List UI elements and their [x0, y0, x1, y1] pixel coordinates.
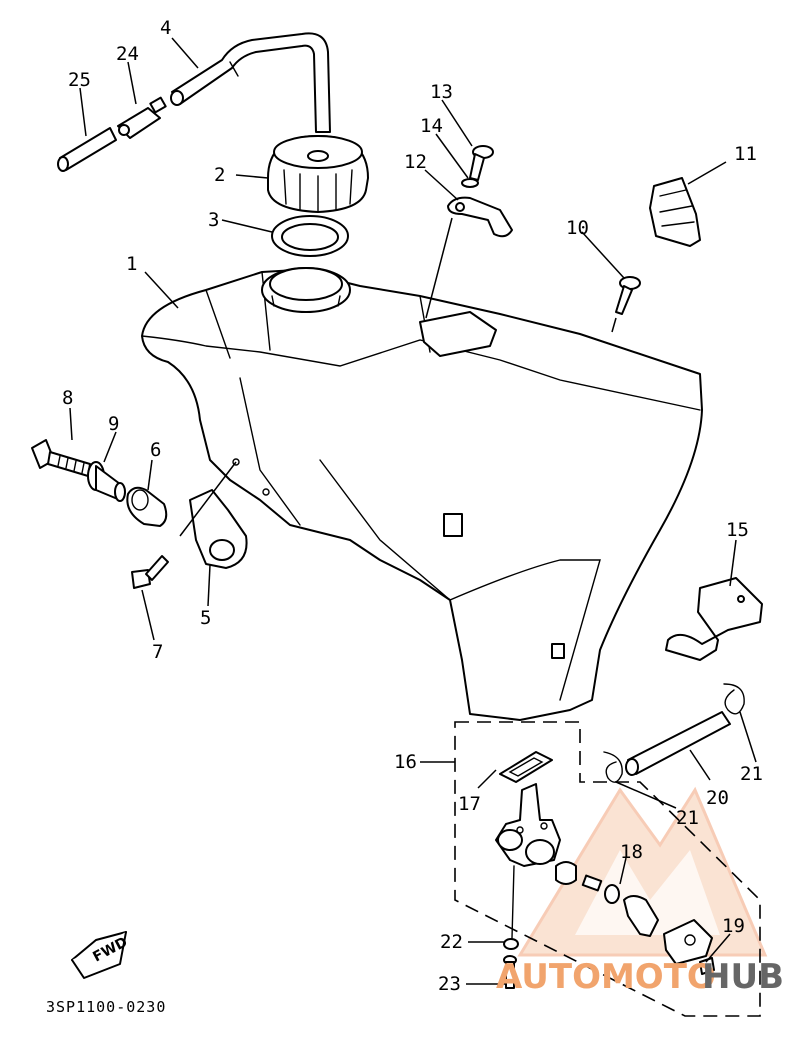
part-5-bracket — [189, 489, 248, 569]
part-21-clip-lower — [603, 751, 623, 783]
part-21-clip-upper — [723, 683, 745, 715]
fuel-cock-body — [495, 783, 561, 867]
fwd-arrow-icon — [71, 931, 127, 979]
callout-19: 19 — [722, 915, 745, 937]
callout-5: 5 — [200, 607, 211, 629]
part-10-screw — [615, 276, 641, 315]
watermark-part1: AUTOMOTO — [496, 957, 716, 997]
callout-22: 22 — [440, 931, 463, 953]
callout-14: 14 — [420, 115, 443, 137]
callout-7: 7 — [152, 641, 163, 663]
part-14-washer — [461, 178, 479, 188]
callout-17: 17 — [458, 793, 481, 815]
part-2-fuel-cap — [267, 135, 369, 213]
part-15-bracket — [665, 577, 763, 661]
watermark-text: AUTOMOTO HUB — [496, 957, 784, 997]
callout-18: 18 — [620, 841, 643, 863]
fuel-cock-pipe — [511, 865, 515, 939]
callout-9: 9 — [108, 413, 119, 435]
part-20-hose — [625, 711, 731, 776]
part-3-gasket — [271, 215, 349, 257]
callout-6: 6 — [150, 439, 161, 461]
part-9-collar — [87, 461, 126, 502]
callout-12: 12 — [404, 151, 427, 173]
part-22-washer — [503, 938, 519, 950]
part-4-breather-hose — [170, 32, 331, 133]
callout-2: 2 — [214, 164, 225, 186]
leader-lines — [69, 37, 757, 985]
part-1-fuel-tank — [141, 267, 703, 721]
callout-4: 4 — [160, 17, 171, 39]
part-23-screw — [503, 955, 517, 989]
callout-10: 10 — [566, 217, 589, 239]
part-7-bolt — [131, 555, 169, 589]
part-19-plate — [663, 919, 715, 975]
part-6-damper — [126, 486, 168, 527]
callout-13: 13 — [430, 81, 453, 103]
callout-3: 3 — [208, 209, 219, 231]
part-13-bolt — [469, 145, 494, 181]
part-24-valve — [117, 96, 167, 139]
watermark-part2: HUB — [702, 957, 784, 997]
part-11-clip — [649, 177, 701, 247]
callout-20: 20 — [706, 787, 729, 809]
callout-labels: 1 2 3 4 5 6 7 8 9 10 11 12 13 14 15 16 1… — [62, 17, 763, 995]
callout-24: 24 — [116, 43, 139, 65]
callout-16: 16 — [394, 751, 417, 773]
callout-8: 8 — [62, 387, 73, 409]
callout-21-upper: 21 — [740, 763, 763, 785]
callout-21-lower: 21 — [676, 807, 699, 829]
part-12-bracket — [447, 196, 513, 238]
part-17-gasket — [499, 751, 553, 783]
callout-1: 1 — [126, 253, 137, 275]
callout-11: 11 — [734, 143, 757, 165]
part-18-lever-assembly — [555, 861, 659, 937]
callout-15: 15 — [726, 519, 749, 541]
part-8-bolt — [31, 439, 91, 477]
callout-23: 23 — [438, 973, 461, 995]
watermark-logo — [517, 786, 768, 957]
diagram-code: 3SP1100-0230 — [46, 998, 166, 1016]
callout-25: 25 — [68, 69, 91, 91]
part-16-assembly-outline — [454, 721, 761, 1017]
part-25-hose — [57, 127, 117, 172]
